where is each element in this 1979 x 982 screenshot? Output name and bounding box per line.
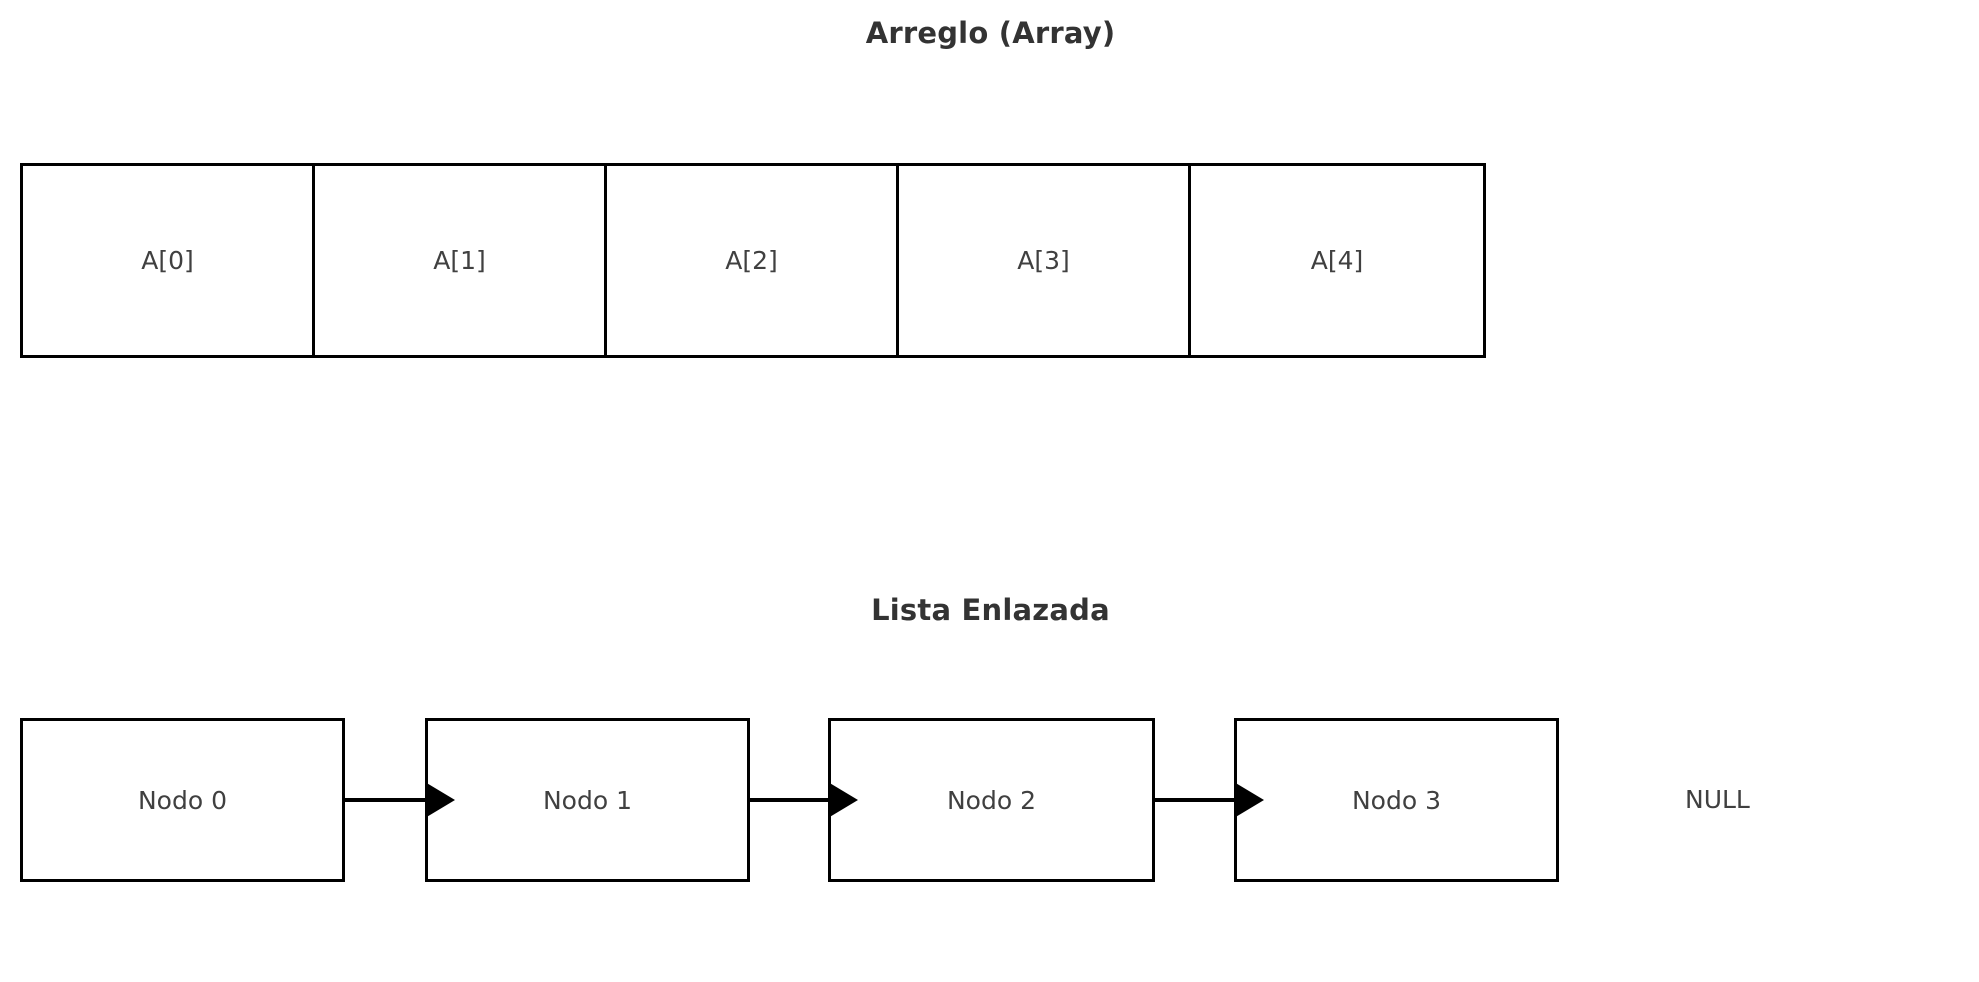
array-cell-3[interactable]: A[3]: [899, 166, 1191, 355]
array-title-text: Arreglo (Array): [865, 16, 1116, 50]
array-cell-0[interactable]: A[0]: [23, 166, 315, 355]
array-cell-2[interactable]: A[2]: [607, 166, 899, 355]
linked-list-title-text: Lista Enlazada: [871, 593, 1110, 627]
array-cell-1[interactable]: A[1]: [315, 166, 607, 355]
array-container: A[0] A[1] A[2] A[3] A[4]: [20, 163, 1486, 358]
node-label: Nodo 0: [137, 785, 227, 815]
arrow-shaft: [345, 798, 430, 802]
arrow-shaft: [1155, 798, 1239, 802]
linked-list-section-title: Lista Enlazada: [0, 593, 1979, 627]
array-cell-label: A[0]: [141, 246, 194, 275]
array-section-title: Arreglo (Array): [0, 16, 1979, 50]
node-label: Nodo 2: [946, 785, 1036, 815]
array-cell-label: A[2]: [725, 246, 778, 275]
array-cell-label: A[1]: [433, 246, 486, 275]
null-terminator-label: NULL: [1685, 785, 1750, 814]
array-cell-label: A[4]: [1310, 246, 1364, 275]
array-cell-label: A[3]: [1017, 246, 1070, 275]
linked-list-node-3[interactable]: Nodo 3: [1234, 718, 1559, 882]
array-cell-4[interactable]: A[4]: [1191, 166, 1483, 355]
linked-list-node-2[interactable]: Nodo 2: [828, 718, 1155, 882]
linked-list-node-1[interactable]: Nodo 1: [425, 718, 750, 882]
node-label: Nodo 3: [1351, 785, 1441, 815]
arrow-shaft: [750, 798, 833, 802]
node-label: Nodo 1: [542, 785, 632, 815]
linked-list-node-0[interactable]: Nodo 0: [20, 718, 345, 882]
